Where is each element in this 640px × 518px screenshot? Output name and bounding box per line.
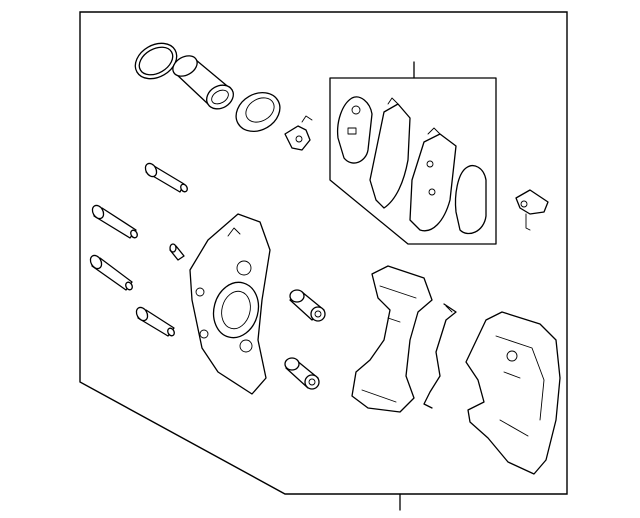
anti-rattle-clip-icon — [515, 189, 549, 231]
pad-wear-clip-icon — [284, 115, 313, 151]
caliper-bracket-icon — [351, 265, 433, 413]
leader-lines — [399, 61, 415, 511]
mounting-bolt-icon — [91, 204, 138, 239]
guide-bushing-icon — [284, 357, 320, 390]
brake-pad-set-icon — [329, 77, 497, 245]
mounting-bolt-icon — [89, 254, 133, 291]
piston-seal-ring-icon — [134, 42, 178, 80]
mounting-bolt-icon — [135, 306, 175, 337]
caliper-housing-icon — [189, 213, 271, 395]
bleeder-screw-icon — [169, 243, 185, 261]
guide-bushing-icon — [289, 289, 326, 322]
diagram-frame — [79, 11, 568, 495]
piston-boot-icon — [235, 91, 281, 133]
caliper-assembly-icon — [465, 311, 561, 475]
caliper-piston-icon — [172, 55, 234, 110]
guide-pin-bolt-icon — [144, 162, 188, 193]
pad-spring-icon — [423, 303, 457, 409]
